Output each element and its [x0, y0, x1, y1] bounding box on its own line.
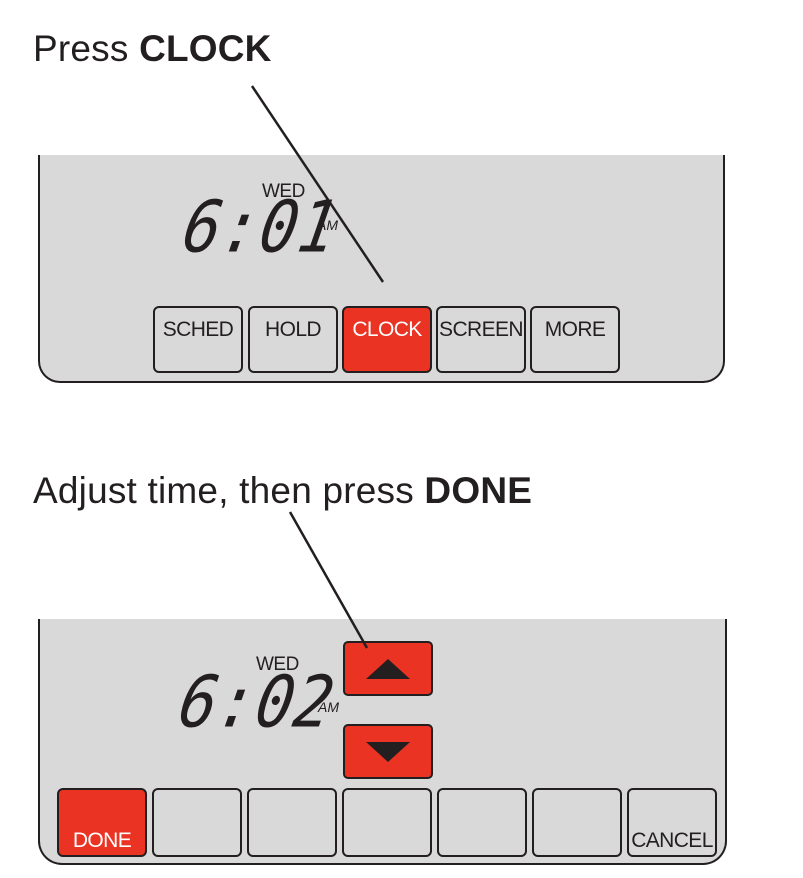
- time-up-button[interactable]: [343, 641, 433, 696]
- step1-caption-key: CLOCK: [139, 28, 272, 69]
- sched-button[interactable]: SCHED: [153, 306, 243, 373]
- done-button[interactable]: DONE: [57, 788, 147, 857]
- blank-button-2[interactable]: [247, 788, 337, 857]
- screen-button[interactable]: SCREEN: [436, 306, 526, 373]
- day-label: WED: [262, 181, 305, 202]
- hold-button[interactable]: HOLD: [248, 306, 338, 373]
- step2-caption-prefix: Adjust time, then press: [33, 470, 425, 511]
- up-arrow-icon: [366, 658, 410, 679]
- ampm-label: AM: [318, 699, 339, 715]
- step1-caption-prefix: Press: [33, 28, 140, 69]
- thermostat-screen-2: WED 6:02 AM DONE CANCEL: [38, 619, 727, 865]
- ampm-label: AM: [317, 217, 338, 233]
- thermostat-screen-1: WED 6:01 AM SCHED HOLD CLOCK SCREEN MORE: [38, 155, 725, 383]
- clock-button[interactable]: CLOCK: [342, 306, 432, 373]
- down-arrow-icon: [366, 741, 410, 762]
- cancel-button[interactable]: CANCEL: [627, 788, 717, 857]
- pointer-line-clock: [250, 85, 385, 283]
- step1-caption: Press CLOCK: [33, 28, 272, 70]
- more-button[interactable]: MORE: [530, 306, 620, 373]
- blank-button-4[interactable]: [437, 788, 527, 857]
- blank-button-3[interactable]: [342, 788, 432, 857]
- blank-button-1[interactable]: [152, 788, 242, 857]
- time-down-button[interactable]: [343, 724, 433, 779]
- pointer-line-up-arrow: [288, 511, 369, 649]
- day-label: WED: [256, 654, 299, 675]
- step2-caption: Adjust time, then press DONE: [33, 470, 532, 512]
- blank-button-5[interactable]: [532, 788, 622, 857]
- step2-caption-key: DONE: [424, 470, 533, 511]
